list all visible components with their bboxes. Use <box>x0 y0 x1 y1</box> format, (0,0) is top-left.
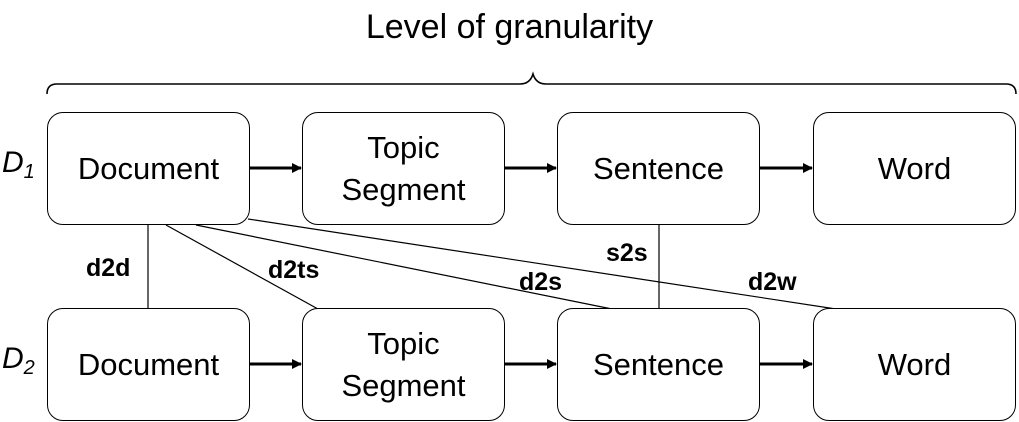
granularity-brace <box>46 71 1017 95</box>
relation-label-d2d: d2d <box>86 254 131 282</box>
d2-topic-segment-node: Topic Segment <box>302 308 505 421</box>
d1-topic-segment-node: Topic Segment <box>302 112 505 225</box>
d2-word-node: Word <box>813 308 1016 421</box>
relation-label-d2w: d2w <box>748 268 797 296</box>
line-d2ts <box>165 224 319 310</box>
row-label-d2: D2 <box>2 342 35 379</box>
d1-document-node: Document <box>47 112 250 225</box>
d2-document-node: Document <box>47 308 250 421</box>
relation-label-s2s: s2s <box>606 239 648 267</box>
relation-label-d2s: d2s <box>519 268 563 296</box>
line-d2w <box>247 218 837 310</box>
d1-sentence-node: Sentence <box>557 112 760 225</box>
relation-label-d2ts: d2ts <box>268 256 320 284</box>
diagram-title: Level of granularity <box>365 8 654 46</box>
row-label-d1: D1 <box>2 146 35 183</box>
d2-sentence-node: Sentence <box>557 308 760 421</box>
d1-word-node: Word <box>813 112 1016 225</box>
line-d2s <box>195 224 613 310</box>
